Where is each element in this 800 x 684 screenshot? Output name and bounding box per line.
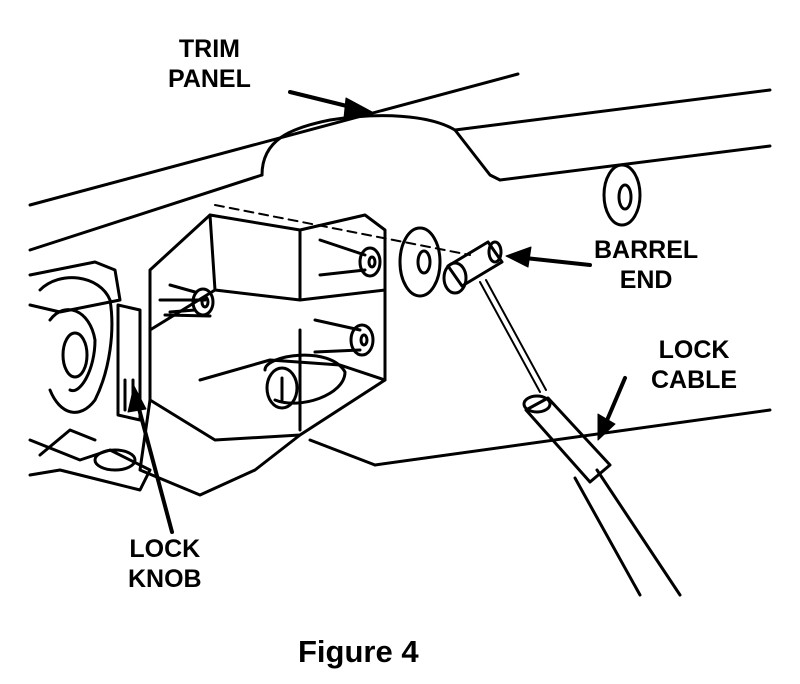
lock-cable-shape	[479, 279, 682, 597]
barrel-end-label-line1: BARREL	[594, 236, 699, 264]
figure-caption: Figure 4	[298, 634, 419, 669]
lock-knob-label: LOCK KNOB	[128, 534, 202, 594]
lock-knob-label-line2: KNOB	[128, 565, 202, 593]
lock-knob-arrow	[136, 403, 174, 534]
trim-panel-label: TRIM PANEL	[168, 34, 251, 94]
lock-cable-label-line1: LOCK	[658, 336, 730, 364]
trim-panel-arrow	[288, 90, 357, 110]
barrel-end-shape	[442, 240, 504, 295]
lock-knob-label-line1: LOCK	[129, 535, 201, 563]
trim-panel-label-line2: PANEL	[168, 65, 251, 93]
barrel-end-label: BARREL END	[594, 235, 698, 295]
housing-posts	[168, 238, 382, 410]
latch-housing	[138, 213, 387, 497]
trim-panel-outline	[28, 72, 772, 467]
barrel-end-label-line2: END	[619, 266, 673, 294]
alignment-dashed-line	[214, 204, 471, 256]
barrel-end-arrow	[523, 256, 592, 267]
trim-panel-label-line1: TRIM	[178, 35, 240, 63]
trim-panel-holes	[398, 163, 642, 298]
lock-cable-arrow	[603, 376, 627, 427]
lock-cable-label: LOCK CABLE	[651, 335, 737, 395]
lock-knob-assembly	[28, 260, 152, 492]
lock-cable-label-line2: CABLE	[651, 366, 738, 394]
leader-arrows	[127, 90, 627, 534]
